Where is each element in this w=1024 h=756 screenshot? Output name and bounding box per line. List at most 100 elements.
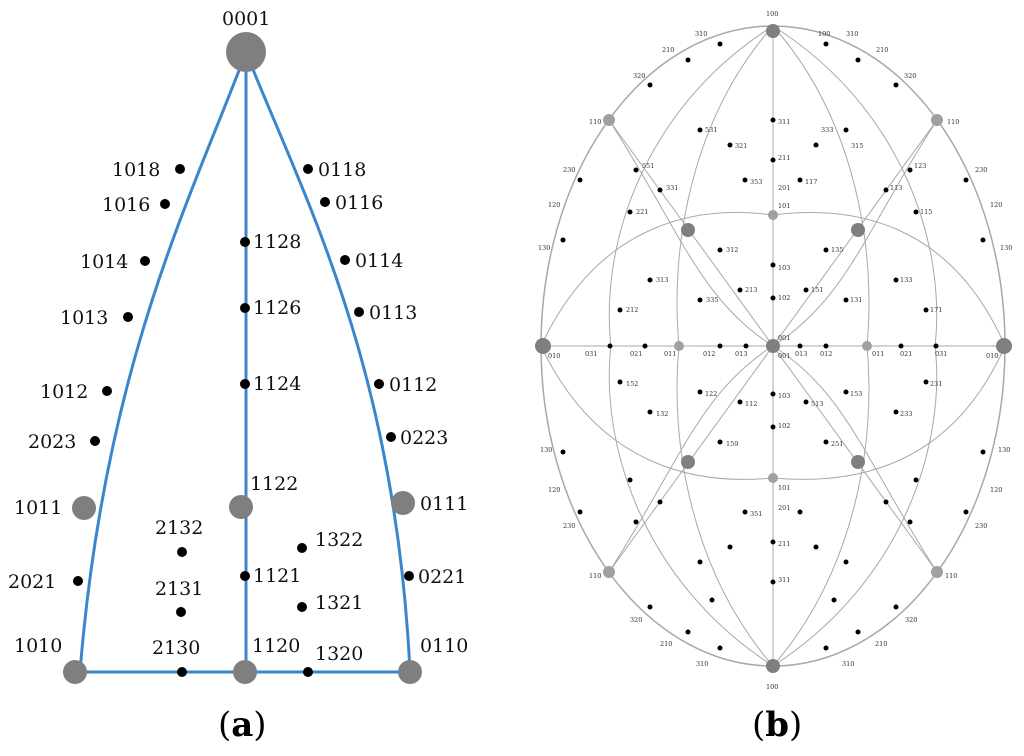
svg-text:110: 110 [589, 572, 601, 580]
svg-text:013: 013 [795, 350, 807, 358]
label-right-6: 0223 [400, 427, 448, 449]
svg-text:230: 230 [563, 522, 575, 530]
small-dots-b [560, 41, 986, 651]
label-center-5: 1121 [253, 565, 301, 587]
svg-text:210: 210 [876, 46, 888, 54]
label-left-3: 1014 [80, 251, 128, 273]
svg-text:153: 153 [850, 390, 862, 398]
svg-text:320: 320 [904, 72, 916, 80]
pole-label-right: 010 [986, 352, 998, 360]
svg-text:120: 120 [990, 201, 1002, 209]
label-interior-1: 2132 [155, 517, 203, 539]
node-1122 [229, 495, 253, 519]
label-left-4: 1013 [60, 307, 108, 329]
label-right-7: 0111 [420, 493, 468, 515]
svg-text:313: 313 [656, 276, 668, 284]
svg-text:122: 122 [705, 390, 717, 398]
svg-text:117: 117 [805, 178, 817, 186]
svg-text:021: 021 [900, 350, 912, 358]
label-top-node: 0001 [222, 8, 270, 30]
quadrant-labels-b: 531 321 551 331 221 353 312 313 335 213 … [626, 126, 942, 518]
svg-text:211: 211 [778, 154, 790, 162]
label-right-3: 0114 [355, 250, 403, 272]
svg-text:132: 132 [656, 410, 668, 418]
label-left-5: 1012 [40, 381, 88, 403]
svg-text:312: 312 [726, 246, 738, 254]
panel-b: 100 100 010 010 001 310 210 320 110 230 … [535, 10, 1012, 745]
svg-text:152: 152 [626, 380, 638, 388]
svg-text:113: 113 [890, 184, 902, 192]
svg-text:110: 110 [945, 572, 957, 580]
label-right-9: 0110 [420, 635, 468, 657]
node-1120 [233, 660, 257, 684]
svg-text:210: 210 [662, 46, 674, 54]
label-left-7: 1011 [14, 497, 62, 519]
svg-text:212: 212 [626, 306, 638, 314]
svg-text:221: 221 [636, 208, 648, 216]
svg-text:115: 115 [920, 208, 932, 216]
svg-text:233: 233 [900, 410, 912, 418]
node-0111 [391, 491, 415, 515]
svg-text:130: 130 [540, 446, 552, 454]
svg-text:112: 112 [745, 400, 757, 408]
svg-text:210: 210 [660, 640, 672, 648]
svg-text:333: 333 [821, 126, 833, 134]
left-boundary-edge [78, 51, 248, 673]
svg-text:230: 230 [563, 166, 575, 174]
svg-text:331: 331 [666, 184, 678, 192]
vertical-labels-b: 311 211 201 101 103 102 001 103 102 101 … [778, 118, 790, 584]
svg-text:230: 230 [975, 522, 987, 530]
svg-text:513: 513 [811, 400, 823, 408]
label-center-2: 1126 [253, 297, 301, 319]
svg-text:320: 320 [633, 72, 645, 80]
label-left-8: 2021 [8, 571, 56, 593]
label-center-3: 1124 [253, 373, 301, 395]
svg-text:135: 135 [831, 246, 843, 254]
pole-labels-b: 100 100 010 010 001 [548, 10, 998, 691]
svg-text:031: 031 [585, 350, 597, 358]
svg-text:201: 201 [778, 184, 790, 192]
pole-label-left: 010 [548, 352, 560, 360]
svg-text:335: 335 [706, 296, 718, 304]
svg-text:251: 251 [831, 440, 843, 448]
label-interior-4: 1322 [315, 529, 363, 551]
node-0001 [226, 32, 266, 72]
pole-label-top: 100 [766, 10, 778, 18]
pole-label-bottom: 100 [766, 683, 778, 691]
svg-text:100: 100 [818, 30, 830, 38]
svg-text:001: 001 [778, 334, 790, 342]
svg-text:131: 131 [850, 296, 862, 304]
svg-text:103: 103 [778, 264, 790, 272]
svg-text:321: 321 [735, 142, 747, 150]
svg-text:110: 110 [589, 118, 601, 126]
svg-text:315: 315 [851, 142, 863, 150]
light-poles [603, 114, 943, 578]
svg-text:311: 311 [778, 118, 790, 126]
small-dots-a [73, 164, 414, 677]
svg-text:133: 133 [900, 276, 912, 284]
svg-text:123: 123 [914, 162, 926, 170]
svg-text:211: 211 [778, 540, 790, 548]
rim-labels-b: 310 210 320 110 230 120 130 100 130 120 … [538, 30, 1012, 668]
major-poles [535, 24, 1012, 673]
right-boundary-edge [244, 51, 412, 673]
svg-text:310: 310 [696, 660, 708, 668]
svg-text:031: 031 [935, 350, 947, 358]
label-left-1: 1018 [112, 159, 160, 181]
svg-text:120: 120 [548, 201, 560, 209]
svg-text:213: 213 [745, 286, 757, 294]
svg-text:130: 130 [1000, 244, 1012, 252]
node-1011 [72, 496, 96, 520]
svg-text:101: 101 [778, 202, 790, 210]
svg-text:011: 011 [872, 350, 884, 358]
svg-text:102: 102 [778, 422, 790, 430]
svg-text:171: 171 [930, 306, 942, 314]
svg-text:102: 102 [778, 294, 790, 302]
label-right-1: 0118 [318, 159, 366, 181]
svg-text:531: 531 [705, 126, 717, 134]
svg-text:201: 201 [778, 504, 790, 512]
label-interior-5: 1321 [315, 592, 363, 614]
svg-text:551: 551 [642, 162, 654, 170]
label-right-4: 0113 [369, 302, 417, 324]
label-interior-3: 2130 [152, 637, 200, 659]
